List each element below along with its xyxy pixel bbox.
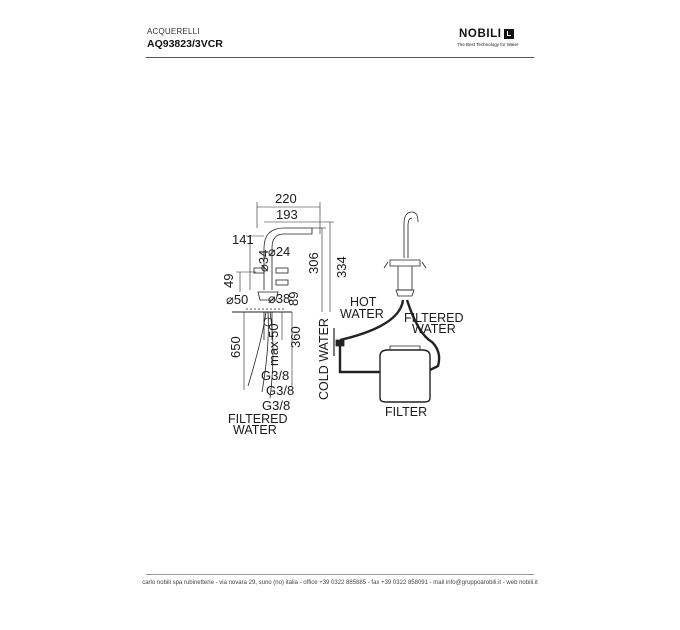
brand-tagline: The Best Technology for Water [457, 42, 519, 47]
faucet-handle-upper [275, 267, 289, 274]
dim-49: 49 [221, 274, 236, 288]
dim-306: 306 [306, 252, 321, 274]
footer-contact: carlo nobili spa rubinetterie - via nova… [142, 580, 538, 586]
dim-dia34: ⌀34 [256, 250, 271, 272]
dim-193: 193 [276, 207, 298, 222]
hose-1 [247, 311, 267, 387]
schematic-faucet-spout [403, 211, 419, 258]
brand-logo: NOBILI [459, 28, 514, 40]
product-code: AQ93823/3VCR [147, 38, 223, 50]
label-hot-water-2: WATER [340, 307, 384, 321]
footer-divider [146, 574, 534, 575]
thread-g38-1: G3/8 [261, 368, 289, 383]
label-hot-water-1: HOT [350, 295, 377, 309]
dim-dia50: ⌀50 [226, 292, 248, 307]
dim-max-50: max 50 [266, 323, 281, 366]
thread-g38-2: G3/8 [266, 383, 294, 398]
dim-dia24: ⌀24 [268, 244, 290, 259]
dim-650: 650 [228, 336, 243, 358]
brand-name: NOBILI [459, 28, 502, 40]
label-filtered-water-left-2: WATER [233, 423, 277, 437]
faucet-spout [263, 227, 313, 249]
dim-334: 334 [334, 256, 349, 278]
faucet-handle-lower [275, 279, 289, 286]
schematic-faucet-base [397, 266, 413, 291]
dim-220: 220 [275, 191, 297, 206]
label-filtered-water-left-1: FILTERED [228, 412, 288, 426]
brand-mark-icon [503, 29, 514, 39]
label-cold-water: COLD WATER [317, 318, 331, 400]
schematic-faucet-body [389, 259, 421, 267]
label-filtered-water-right-1: FILTERED [404, 311, 464, 325]
dim-141: 141 [232, 232, 254, 247]
faucet-base [257, 291, 279, 301]
filtered-water-hose [405, 299, 441, 372]
dim-360: 360 [288, 326, 303, 348]
mounting-stem [263, 312, 273, 340]
label-filter: FILTER [385, 405, 427, 419]
dim-dia38: ⌀38 [268, 291, 290, 306]
filter-unit [379, 349, 431, 403]
thread-g38-3: G3/8 [262, 398, 290, 413]
dim-89: 89 [286, 292, 301, 306]
label-filtered-water-right-2: WATER [412, 322, 456, 336]
faucet-handle-left [253, 267, 265, 274]
cold-water-hose [338, 342, 380, 374]
header-divider [146, 57, 534, 58]
hot-water-hose [339, 299, 405, 342]
product-line: ACQUERELLI [147, 27, 200, 36]
